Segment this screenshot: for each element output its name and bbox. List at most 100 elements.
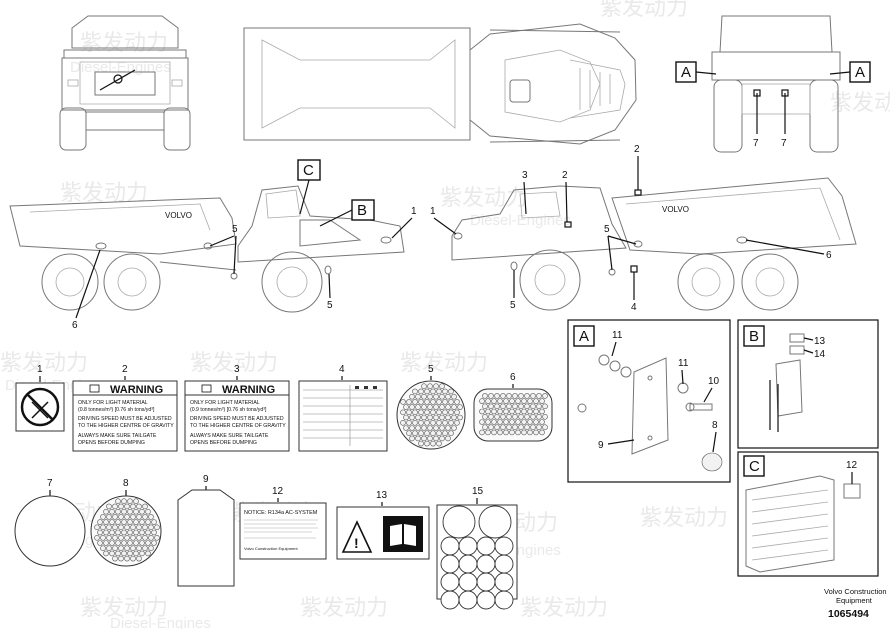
exclamation-icon: !	[354, 535, 359, 551]
reflector-cell	[403, 414, 409, 421]
label-text: OPENS BEFORE DUMPING	[190, 440, 257, 446]
reflector-cell	[445, 393, 451, 400]
reflector-cell	[482, 413, 488, 420]
reflector-cell	[145, 508, 151, 515]
reflector-cell	[133, 550, 139, 557]
label-2-warning: 2 WARNING ONLY FOR LIGHT MATERIAL (0.8 t…	[72, 364, 178, 452]
reflector-cell	[415, 404, 421, 410]
truck-top-view	[243, 23, 637, 145]
reflector-cell	[542, 424, 548, 431]
reflector-cell	[118, 555, 124, 562]
reflector-cell	[503, 408, 509, 415]
reflector-cell	[409, 393, 415, 400]
reflector-cell	[403, 404, 409, 410]
reflector-cell	[454, 419, 460, 426]
reflector-cell	[542, 403, 548, 410]
reflector-cell	[109, 529, 115, 536]
reflector-cell	[136, 534, 142, 541]
reflector-cell	[103, 540, 109, 546]
sticker-circle	[494, 590, 514, 610]
reflector-cell	[436, 440, 442, 447]
callout-8: 8	[712, 420, 718, 431]
reflector-cell	[439, 404, 445, 410]
reflector-cell	[427, 435, 433, 442]
label-9-plate: 9	[177, 474, 235, 587]
reflector-cell	[418, 430, 424, 437]
callout-10: 10	[708, 376, 720, 387]
reflector-cell	[418, 388, 424, 395]
reflector-cell	[124, 514, 130, 520]
reflector-cell	[106, 545, 112, 552]
reflector-cell	[509, 429, 515, 436]
reflector-cell	[439, 435, 445, 442]
reflector-cell	[118, 503, 124, 510]
reflector-cell	[415, 435, 421, 442]
reflector-pattern	[479, 393, 548, 436]
reflector-cell	[442, 419, 448, 426]
label-text: ONLY FOR LIGHT MATERIAL	[78, 400, 148, 406]
reflector-cell	[403, 425, 409, 431]
reflector-cell	[485, 398, 491, 404]
sticker-circle	[494, 572, 514, 592]
reflector-cell	[406, 409, 412, 416]
reflector-cell	[527, 429, 533, 436]
watermark-brand: 紫发动力	[80, 30, 168, 55]
reflector-cell	[442, 430, 448, 437]
manual-icon	[89, 384, 100, 393]
reflector-cell	[136, 555, 142, 562]
reflector-cell	[542, 393, 548, 399]
reflector-cell	[118, 524, 124, 531]
sticker-circle	[442, 505, 476, 539]
reflector-cell	[112, 534, 118, 541]
reflector-cell	[524, 393, 530, 399]
sticker-circle	[494, 536, 514, 556]
reflector-cell	[433, 393, 439, 400]
drawing-number: 1065494	[828, 608, 869, 620]
label-text: (0.8 tonnes/m³) [0.76 sh tons/yd³]	[78, 407, 155, 413]
sticker-circle	[440, 554, 460, 574]
callout-7: 7	[753, 138, 759, 149]
reflector-cell	[121, 498, 127, 505]
detail-a-panel: A 11 11 10 8 9	[567, 319, 731, 483]
callout-6: 6	[826, 250, 832, 261]
reflector-cell	[412, 409, 418, 416]
callout-15: 15	[472, 486, 484, 497]
watermark-brand: 紫发动力	[830, 90, 890, 115]
label-1-no-entry: 1	[15, 364, 65, 432]
reflector-cell	[539, 419, 545, 425]
reflector-cell	[424, 388, 430, 395]
detail-b-panel: B 13 14	[737, 319, 879, 449]
reflector-cell	[412, 399, 418, 405]
reflector-cell	[145, 519, 151, 525]
reflector-cell	[424, 430, 430, 437]
reflector-cell	[139, 508, 145, 515]
reflector-cell	[130, 503, 136, 510]
reflector-cell	[409, 404, 415, 410]
reflector-cell	[497, 429, 503, 436]
callout-2: 2	[562, 170, 568, 181]
reflector-cell	[430, 419, 436, 426]
reflector-cell	[148, 534, 154, 541]
reflector-cell	[97, 529, 103, 536]
reflector-cell	[539, 398, 545, 404]
reflector-cell	[439, 425, 445, 431]
label-text: TO THE HIGHER CENTRE OF GRAVITY	[190, 423, 286, 429]
reflector-cell	[494, 424, 500, 431]
reflector-cell	[106, 503, 112, 510]
reflector-cell	[154, 524, 160, 531]
reflector-cell	[506, 413, 512, 420]
sticker-circle	[476, 554, 496, 574]
reflector-cell	[412, 388, 418, 395]
reflector-cell	[518, 413, 524, 420]
reflector-cell	[139, 519, 145, 525]
reflector-cell	[445, 404, 451, 410]
label-heading: NOTICE: R134a AC-SYSTEM	[244, 510, 318, 516]
callout-label: B	[749, 328, 759, 345]
label-text: TO THE HIGHER CENTRE OF GRAVITY	[78, 423, 174, 429]
reflector-cell	[518, 393, 524, 399]
reflector-cell	[503, 398, 509, 404]
reflector-cell	[97, 519, 103, 525]
reflector-cell	[130, 524, 136, 531]
reflector-cell	[136, 545, 142, 552]
sticker-circle	[458, 536, 478, 556]
